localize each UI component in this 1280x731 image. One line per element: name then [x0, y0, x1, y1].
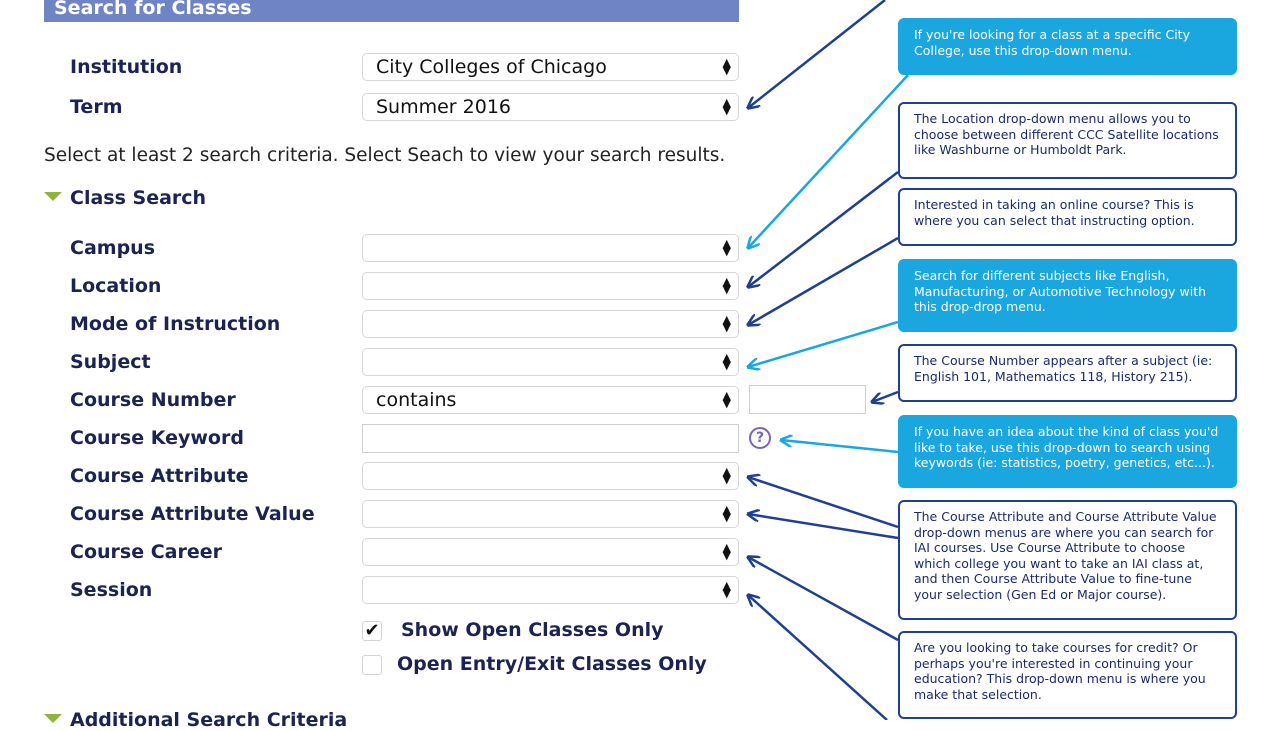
select-arrows-icon: ▲▼ — [722, 351, 731, 372]
institution-select[interactable]: City Colleges of Chicago ▲▼ — [362, 53, 739, 81]
course-number-input[interactable] — [749, 385, 866, 414]
course-number-operator-value: contains — [376, 389, 457, 411]
help-icon[interactable]: ? — [749, 427, 771, 449]
open-entry-exit-label: Open Entry/Exit Classes Only — [397, 653, 707, 675]
callout-location: The Location drop-down menu allows you t… — [898, 102, 1237, 179]
arrow-career — [748, 557, 899, 642]
course-number-label: Course Number — [70, 389, 236, 411]
callout-subject: Search for different subjects like Engli… — [898, 259, 1237, 332]
course-number-operator-select[interactable]: contains ▲▼ — [362, 386, 739, 414]
campus-select[interactable]: ▲▼ — [362, 234, 739, 262]
location-select[interactable]: ▲▼ — [362, 272, 739, 300]
course-attribute-label: Course Attribute — [70, 465, 249, 487]
arrow-course-number — [872, 390, 899, 402]
search-instructions: Select at least 2 search criteria. Selec… — [44, 145, 726, 166]
mode-label: Mode of Instruction — [70, 313, 281, 335]
select-arrows-icon: ▲▼ — [722, 313, 731, 334]
open-entry-exit-checkbox[interactable] — [362, 655, 382, 675]
subject-label: Subject — [70, 351, 151, 373]
institution-label: Institution — [70, 56, 183, 78]
course-attribute-value-label: Course Attribute Value — [70, 503, 315, 525]
class-search-section[interactable]: Class Search — [44, 187, 206, 209]
arrow-term — [748, 0, 886, 108]
course-keyword-input[interactable] — [362, 424, 739, 453]
callout-mode: Interested in taking an online course? T… — [898, 188, 1237, 246]
select-arrows-icon: ▲▼ — [722, 541, 731, 562]
arrow-keyword — [781, 440, 899, 454]
select-arrows-icon: ▲▼ — [722, 503, 731, 524]
show-open-classes-label: Show Open Classes Only — [401, 619, 664, 641]
select-arrows-icon: ▲▼ — [722, 56, 731, 77]
select-arrows-icon: ▲▼ — [722, 237, 731, 258]
select-arrows-icon: ▲▼ — [722, 389, 731, 410]
subject-select[interactable]: ▲▼ — [362, 348, 739, 376]
section-title: Class Search — [70, 187, 207, 209]
course-attribute-select[interactable]: ▲▼ — [362, 462, 739, 490]
expand-triangle-icon — [44, 714, 62, 723]
page-title: Search for Classes — [54, 0, 252, 19]
arrow-session — [748, 595, 888, 720]
arrow-attribute-value — [748, 514, 899, 540]
course-keyword-label: Course Keyword — [70, 427, 244, 449]
term-label: Term — [70, 96, 123, 118]
arrow-mode — [748, 236, 899, 325]
additional-search-criteria-section[interactable]: Additional Search Criteria — [44, 709, 347, 731]
select-arrows-icon: ▲▼ — [722, 275, 731, 296]
select-arrows-icon: ▲▼ — [722, 579, 731, 600]
callout-career: Are you looking to take courses for cred… — [898, 631, 1237, 719]
arrow-subject — [748, 320, 899, 367]
show-open-classes-checkbox[interactable]: ✔ — [362, 621, 382, 641]
institution-value: City Colleges of Chicago — [376, 56, 607, 78]
select-arrows-icon: ▲▼ — [722, 96, 731, 117]
callout-course-number: The Course Number appears after a subjec… — [898, 344, 1237, 402]
location-label: Location — [70, 275, 162, 297]
course-career-select[interactable]: ▲▼ — [362, 538, 739, 566]
callout-institution: If you're looking for a class at a speci… — [898, 18, 1237, 75]
arrow-location — [748, 171, 899, 287]
term-value: Summer 2016 — [376, 96, 512, 118]
callout-attribute: The Course Attribute and Course Attribut… — [898, 500, 1237, 620]
session-label: Session — [70, 579, 153, 601]
collapse-triangle-icon — [44, 192, 62, 201]
mode-select[interactable]: ▲▼ — [362, 310, 739, 338]
course-attribute-value-select[interactable]: ▲▼ — [362, 500, 739, 528]
campus-label: Campus — [70, 237, 155, 259]
callout-keyword: If you have an idea about the kind of cl… — [898, 415, 1237, 488]
page-header: Search for Classes — [44, 0, 739, 22]
additional-search-criteria-label: Additional Search Criteria — [70, 709, 348, 731]
arrow-campus — [748, 74, 909, 248]
course-career-label: Course Career — [70, 541, 222, 563]
select-arrows-icon: ▲▼ — [722, 465, 731, 486]
term-select[interactable]: Summer 2016 ▲▼ — [362, 93, 739, 121]
session-select[interactable]: ▲▼ — [362, 576, 739, 604]
arrow-attribute — [748, 477, 899, 529]
